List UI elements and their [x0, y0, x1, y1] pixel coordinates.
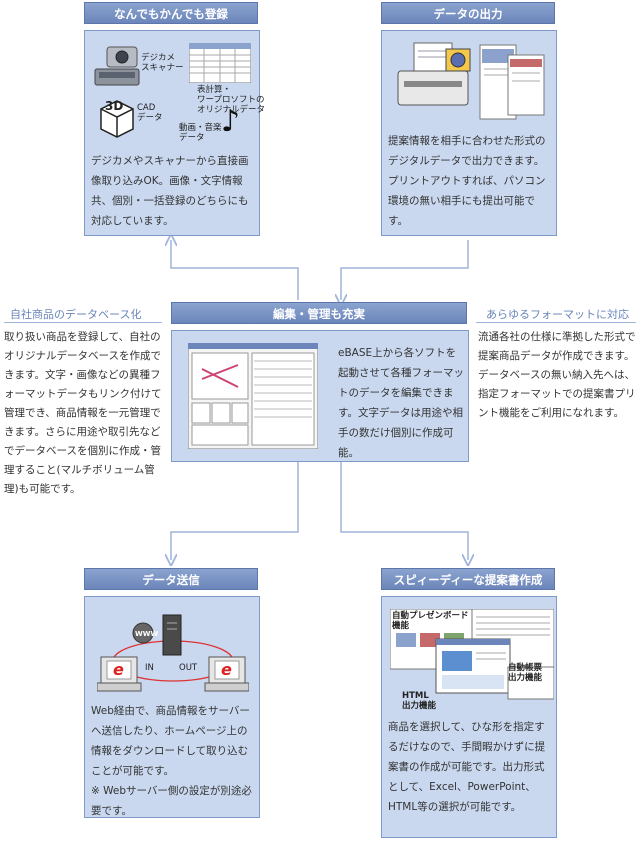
bottom-left-title: データ送信 [84, 568, 258, 590]
camera-label: デジカメ スキャナー [141, 53, 184, 73]
out-label: OUT [179, 663, 198, 673]
center-title: 編集・管理も充実 [171, 302, 467, 324]
top-right-box: 提案情報を相手に合わせた形式のデジタルデータで出力できます。プリントアウトすれば… [381, 30, 557, 236]
top-left-box: デジカメ スキャナー 表計算・ ワープロソフトの オリジナルデータ 3D CAD… [84, 30, 265, 236]
e-logo-left: e [113, 660, 124, 679]
center-box: eBASE上から各ソフトを起動させて各種フォーマットのデータを編集できます。文字… [171, 330, 469, 462]
top-right-description: 提案情報を相手に合わせた形式のデジタルデータで出力できます。プリントアウトすれば… [388, 135, 546, 227]
cube-3d-label: 3D [105, 99, 124, 113]
top-left-description: デジカメやスキャナーから直接画像取り込みOK。画像・文字情報共、個別・一括登録の… [91, 155, 249, 227]
arrow-center-to-bottom-right [340, 462, 468, 560]
www-label: WWW [135, 630, 159, 638]
presen-board-label: 自動プレゼンボード 機能 [392, 611, 469, 631]
media-label: 動画・音楽 データ [179, 123, 222, 143]
arrow-center-to-top-left [171, 240, 299, 300]
center-description: eBASE上から各ソフトを起動させて各種フォーマットのデータを編集できます。文字… [338, 347, 464, 459]
e-logo-right: e [221, 660, 232, 679]
top-right-title: データの出力 [381, 2, 555, 24]
left-side-title: 自社商品のデータベース化 [10, 308, 142, 321]
bottom-right-title: スピィーディーな提案書作成 [381, 568, 555, 590]
bottom-right-description: 商品を選択して、ひな形を指定するだけなので、手間暇かけずに提案書の作成が可能です… [388, 721, 546, 813]
music-note-icon: ♪ [221, 104, 241, 139]
bottom-left-description: Web経由で、商品情報をサーバーへ送信したり、ホームページ上の情報をダウンロード… [91, 705, 252, 817]
arrow-top-right-to-center [341, 240, 469, 300]
html-output-label: HTML 出力機能 [402, 691, 437, 711]
right-side-description: 流通各社の仕様に準拠した形式で提案商品データが作成できます。データベースの無い納… [478, 331, 636, 419]
right-side-underline [476, 322, 636, 323]
auto-report-label: 自動帳票 出力機能 [508, 663, 543, 683]
spreadsheet-label: 表計算・ ワープロソフトの オリジナルデータ [197, 85, 266, 115]
cad-label: CAD データ [137, 103, 163, 123]
bottom-right-box: 自動プレゼンボード 機能 HTML 出力機能 自動帳票 出力機能 商品を選択して… [381, 596, 557, 838]
left-side-underline [4, 322, 162, 323]
top-left-title: なんでもかんでも登録 [84, 2, 258, 24]
bottom-left-box: WWW e e IN OUT Web経由で、商品情報をサーバーへ送信したり、ホー… [84, 596, 260, 818]
arrow-center-to-bottom-left [171, 462, 299, 560]
in-label: IN [145, 663, 154, 673]
left-side-description: 取り扱い商品を登録して、自社のオリジナルデータベースを作成できます。文字・画像な… [4, 331, 162, 495]
right-side-title: あらゆるフォーマットに対応 [486, 308, 629, 321]
